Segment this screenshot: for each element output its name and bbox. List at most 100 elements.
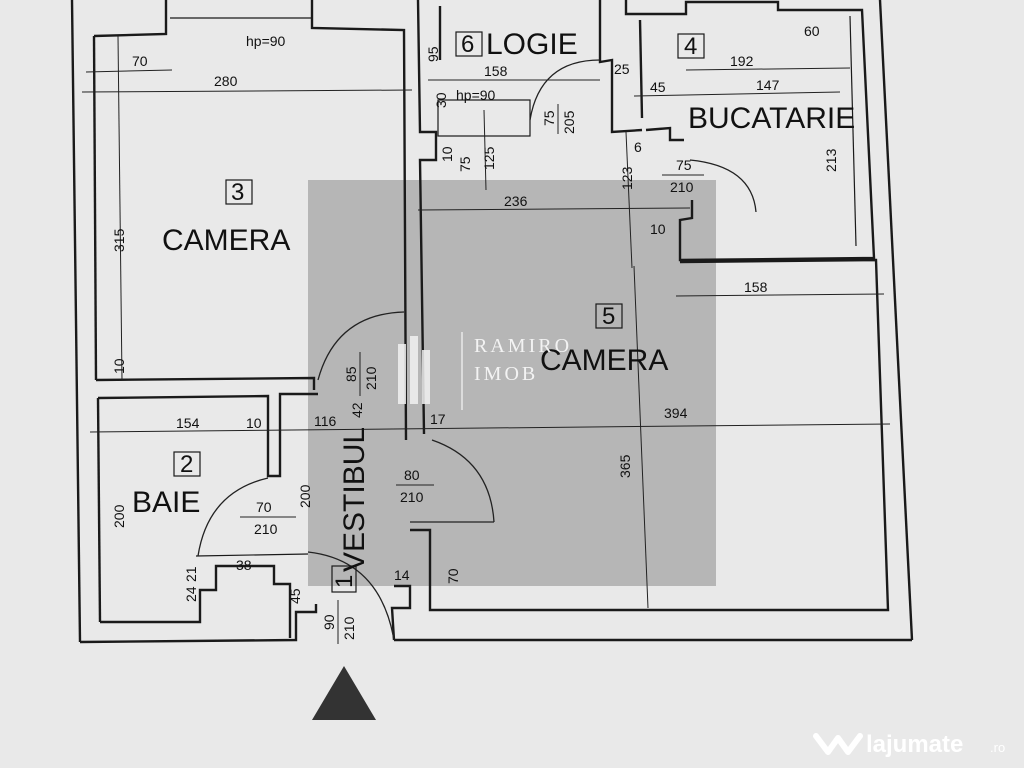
watermark-overlay: [308, 180, 716, 586]
dim-95: 95: [425, 46, 441, 62]
room-5-number: 5: [602, 303, 615, 330]
wall-kitchen-inner-right: [849, 15, 857, 247]
dim-line-123: [625, 131, 633, 269]
brand-tld: .ro: [990, 740, 1005, 755]
wall-baie-bottom: [100, 564, 292, 638]
dim-line-280: [81, 89, 413, 93]
wall-room3-bottom: [95, 376, 316, 390]
outer-wall-right: [878, 0, 914, 641]
dim-10-baie: 10: [246, 415, 262, 431]
watermark-line2: IMOB: [474, 363, 538, 385]
dim-line-236: [417, 207, 691, 211]
wall-kitchen-top: [624, 0, 876, 262]
door-camera3-size: 85 210 42: [343, 352, 379, 418]
outer-wall-left: [70, 0, 82, 643]
dim-line-158-mid: [675, 293, 885, 297]
door-camera5-size: 80 210: [396, 467, 434, 505]
room-3-number: 3: [231, 179, 244, 206]
room-6-number: 6: [461, 31, 474, 58]
dim-365: 365: [617, 454, 633, 478]
shower-tray: [195, 553, 309, 557]
note-hp-top: hp=90: [246, 33, 286, 49]
room-5: 5 CAMERA: [540, 303, 668, 377]
dim-200-vest: 200: [297, 484, 313, 508]
door-baie-width: 70: [256, 499, 272, 515]
dim-38: 38: [236, 557, 252, 573]
room-1-number: 1: [331, 575, 358, 588]
door-camera3-height: 210: [363, 366, 379, 390]
dim-75-logie: 75: [457, 156, 473, 172]
dim-394: 394: [664, 405, 688, 421]
wall-room3-top-right: [310, 0, 408, 441]
dim-60: 60: [804, 23, 820, 39]
lajumate-logo-icon: [813, 733, 863, 755]
door-kitchen-height: 210: [670, 179, 694, 195]
door-logie-width: 75: [541, 110, 557, 126]
wall-room3-top: [93, 0, 168, 38]
door-logie: [529, 59, 601, 121]
dim-154: 154: [176, 415, 200, 431]
dim-line-365: [633, 265, 649, 609]
dim-21: 21: [183, 566, 199, 582]
dim-25: 25: [614, 61, 630, 77]
wall-kitchen-left-inner: [638, 19, 644, 119]
door-camera5-width: 80: [404, 467, 420, 483]
dim-213: 213: [823, 148, 839, 172]
room-2: 2 BAIE: [132, 451, 201, 519]
door-kitchen-width: 75: [676, 157, 692, 173]
dim-192: 192: [730, 53, 754, 69]
door-kitchen: [689, 159, 757, 213]
dim-14: 14: [394, 567, 410, 583]
dim-147: 147: [756, 77, 780, 93]
door-baie: [197, 477, 269, 557]
wall-logie-left: [416, 0, 438, 435]
door-baie-size: 70 210: [240, 499, 296, 537]
note-hp-logie: hp=90: [456, 87, 496, 103]
door-baie-height: 210: [254, 521, 278, 537]
door-camera5-height: 210: [400, 489, 424, 505]
dim-125: 125: [481, 146, 497, 170]
room-4: 4 BUCATARIE: [677, 33, 855, 135]
wall-entrance-right: [390, 584, 412, 641]
dim-70-bottom: 70: [445, 568, 461, 584]
dim-116: 116: [314, 413, 337, 429]
dim-line-125: [483, 109, 487, 191]
wall-baie-left: [96, 397, 102, 623]
room-5-name: CAMERA: [540, 344, 668, 377]
dim-line-70: [85, 69, 173, 73]
dim-45-kit: 45: [650, 79, 666, 95]
wall-room5-right: [410, 258, 890, 612]
dim-10-logie: 10: [439, 146, 455, 162]
dim-line-315: [117, 35, 123, 381]
room-6-name: LOGIE: [486, 28, 578, 61]
room-1: 1 VESTIBUL: [331, 427, 371, 593]
wall-kitchen-bottom-notch: [645, 126, 684, 142]
door-logie-height: 205: [561, 110, 577, 134]
dim-line-394: [89, 423, 891, 433]
wall-vestibul-bottom: [79, 604, 318, 644]
dim-45-bottom: 45: [287, 588, 303, 604]
dim-236: 236: [504, 193, 528, 209]
room-6: 6 LOGIE: [455, 28, 578, 61]
dim-17: 17: [430, 411, 446, 427]
brand-name: lajumate: [866, 731, 963, 758]
door-camera3-width: 85: [343, 366, 359, 382]
room-3-name: CAMERA: [162, 224, 290, 257]
door-entrance-height: 210: [341, 616, 357, 640]
room-4-name: BUCATARIE: [688, 102, 855, 135]
door-entrance-width: 90: [321, 614, 337, 630]
dim-6: 6: [634, 139, 642, 155]
door-camera3: [317, 311, 405, 381]
dim-10-kit: 10: [650, 221, 666, 237]
room-3: 3 CAMERA: [162, 179, 290, 257]
room-4-number: 4: [684, 33, 697, 60]
door-camera5: [431, 439, 495, 523]
door-entrance-size: 90 210: [321, 600, 357, 644]
door-entrance: [307, 551, 395, 641]
dim-line-147: [633, 91, 841, 97]
wall-logie-right: [598, 0, 643, 134]
dim-123: 123: [619, 166, 635, 190]
outer-wall-left-inner: [92, 35, 98, 381]
